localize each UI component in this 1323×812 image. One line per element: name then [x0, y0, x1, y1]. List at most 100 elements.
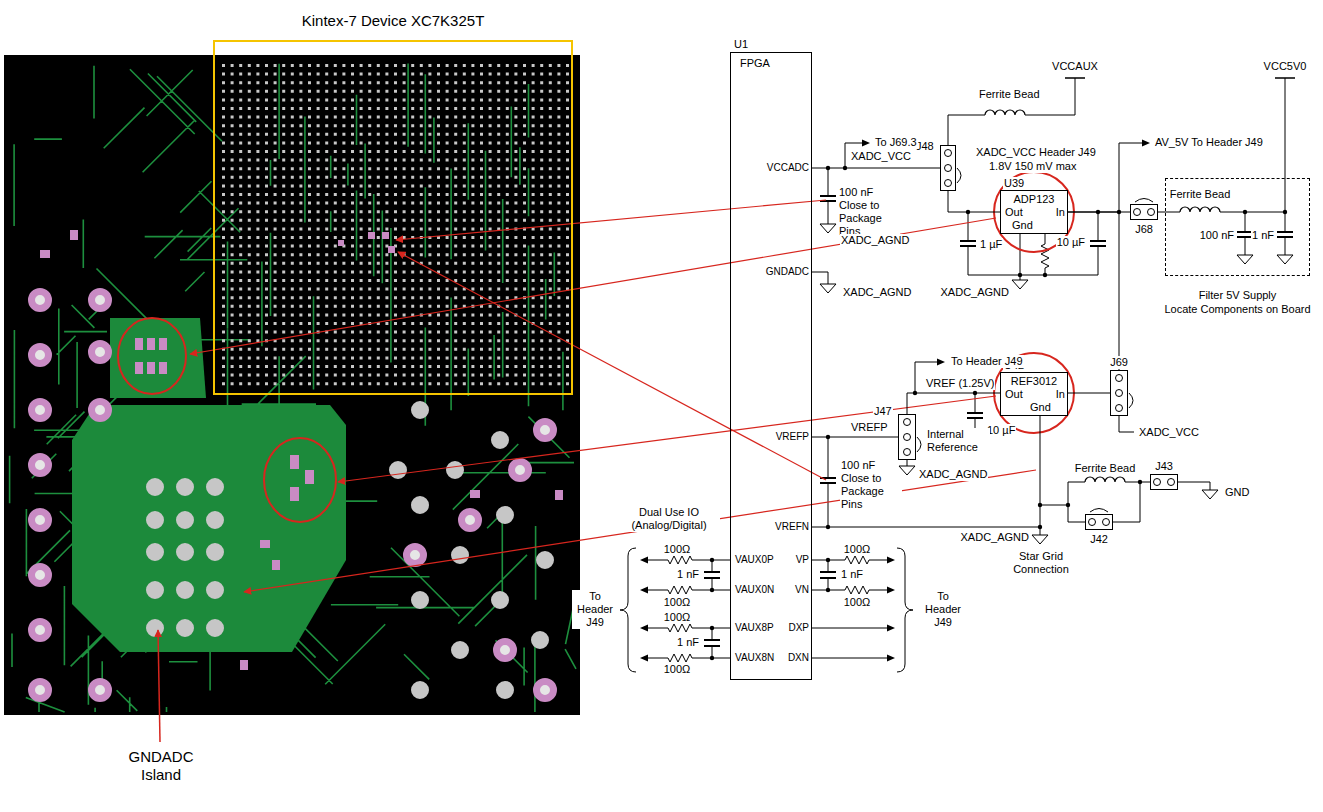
filter-note: Filter 5V Supply: [1198, 289, 1278, 302]
annotation-label: 100 nF: [840, 459, 876, 472]
annotation-label: 1 nF: [840, 568, 864, 581]
annotation-label: GND: [1224, 486, 1250, 499]
pin-name: VN: [794, 584, 810, 596]
annotation-label: Star Grid Connection: [1009, 550, 1073, 576]
copper-area: [110, 318, 206, 398]
bracket: [620, 548, 913, 672]
jumper-ref: J69: [1109, 356, 1129, 369]
leader-line: [338, 396, 996, 482]
pcb-ground: [4, 55, 580, 715]
pin-name: DXP: [787, 622, 810, 634]
jumper-header: J42: [1085, 514, 1113, 530]
jumper-ref: J47: [873, 405, 893, 418]
annotation-label: XADC_AGND: [960, 531, 1030, 544]
part-ref: U1: [733, 38, 749, 51]
annotation-label: 100Ω: [663, 663, 692, 676]
pin-name: DXN: [787, 652, 810, 664]
jumper-ref: J43: [1154, 460, 1174, 473]
annotation-label: XADC_AGND: [940, 286, 1010, 299]
pcb-trace: [10, 64, 576, 712]
annotation-label: To J69.3: [874, 136, 918, 149]
annotation-label: 10 µF: [986, 424, 1016, 437]
device-outline: Kintex-7 Device XC7K325T: [213, 40, 573, 395]
leader-line: [396, 200, 826, 240]
annotation-label: 100Ω: [663, 596, 692, 609]
pin-name: VREFN: [774, 521, 810, 533]
wire-connector: [812, 437, 898, 438]
annotation-label: To Header J49: [920, 590, 966, 629]
annotation-label: XADC_VCC: [850, 150, 912, 163]
jumper-pin: [945, 150, 962, 187]
annotation-label: 10 µF: [1056, 236, 1086, 249]
annotation-label: VCC5V0: [1263, 60, 1308, 73]
annotation-label: XADC_AGND: [840, 234, 910, 247]
pin-name: GNDADC: [765, 266, 810, 278]
leader-line: [158, 630, 160, 742]
part-ref: U39: [1003, 177, 1025, 190]
annotation-label: 100 nF: [1199, 229, 1235, 242]
pcb-via: [146, 401, 554, 699]
annotation-label: 1 nF: [676, 568, 700, 581]
highlight-circle: [118, 318, 186, 394]
resistor-symbol: [668, 244, 1049, 662]
jumper-pins: [1086, 515, 1112, 529]
annotation-label: Ferrite Bead: [1074, 462, 1137, 475]
jumper-header: J48: [940, 145, 956, 191]
annotation-label: To Header J49: [572, 590, 618, 629]
annotation-label: Dual Use IO (Analog/Digital): [618, 506, 720, 532]
part-name: ADP123: [1013, 193, 1056, 206]
pin-name: VCCADC: [766, 162, 810, 174]
wire-connector: [1068, 393, 1110, 394]
pin-name: Gnd: [1029, 401, 1052, 414]
gndadc-island: [72, 405, 346, 652]
wire-connector: [907, 393, 1000, 414]
annotation-label: Close to Package Pins: [840, 472, 902, 511]
power-bar: [1065, 77, 1295, 79]
fpga-symbol: U1FPGAVCCADCGNDADCVREFPVREFNVAUX0PVAUX0N…: [730, 52, 812, 680]
annotation-label: 100Ω: [843, 543, 872, 556]
annotation-label: 100Ω: [663, 543, 692, 556]
ferrite-bead: [985, 110, 1220, 482]
annotation-label: 100Ω: [663, 611, 692, 624]
schematic-wire: [648, 78, 1285, 658]
annotation-label: XADC_AGND: [918, 468, 988, 481]
annotation-label: Ferrite Bead: [1169, 188, 1232, 201]
wire-connector: [1113, 482, 1150, 522]
pin-name: VAUX8N: [734, 652, 775, 664]
signal-arrow: [640, 140, 1150, 662]
wire-connector: [948, 191, 1000, 212]
regulator-ic: U39ADP123OutInGnd: [1000, 190, 1068, 234]
annotation-label: Internal Reference: [926, 428, 990, 454]
jumper-pins: [941, 146, 955, 190]
pin-name: VAUX8P: [734, 622, 775, 634]
jumper-pins: [1151, 475, 1177, 489]
wire-connector: [1158, 212, 1165, 213]
wire-connector: [812, 168, 940, 169]
jumper-pins: [899, 415, 915, 459]
annotation-label: 1 nF: [1251, 229, 1275, 242]
annotation-label: AV_5V To Header J49: [1154, 136, 1264, 149]
smd-pad: [40, 230, 563, 670]
jumper-ref: J68: [1134, 223, 1154, 236]
pin-name: Out: [1004, 206, 1024, 219]
annotation-label: 1.8V 150 mV max: [988, 160, 1077, 173]
part-name: REF3012: [1010, 375, 1058, 388]
pin-name: VAUX0N: [734, 584, 775, 596]
jumper-ref: J42: [1089, 533, 1109, 546]
jumper-pin: [904, 419, 922, 456]
annotation-label: XADC_VCC Header J49: [975, 146, 1097, 159]
ground-symbol: [820, 224, 1293, 544]
annotation-label: To Header J49: [950, 355, 1024, 368]
pin-name: Out: [1004, 388, 1024, 401]
annotation-label: Ferrite Bead: [978, 88, 1041, 101]
bga-ball: [222, 64, 569, 385]
pin-name: In: [1055, 388, 1066, 401]
jumper-header: J47: [898, 414, 916, 460]
pin-name: Gnd: [1011, 219, 1034, 232]
jumper-pin: [1134, 199, 1155, 216]
annotation-label: VCCAUX: [1051, 60, 1099, 73]
annotation-label: XADC_AGND: [842, 286, 912, 299]
reference-ic: U42REF3012OutInGnd: [1000, 372, 1068, 416]
annotation-label: VREFP: [850, 421, 889, 434]
